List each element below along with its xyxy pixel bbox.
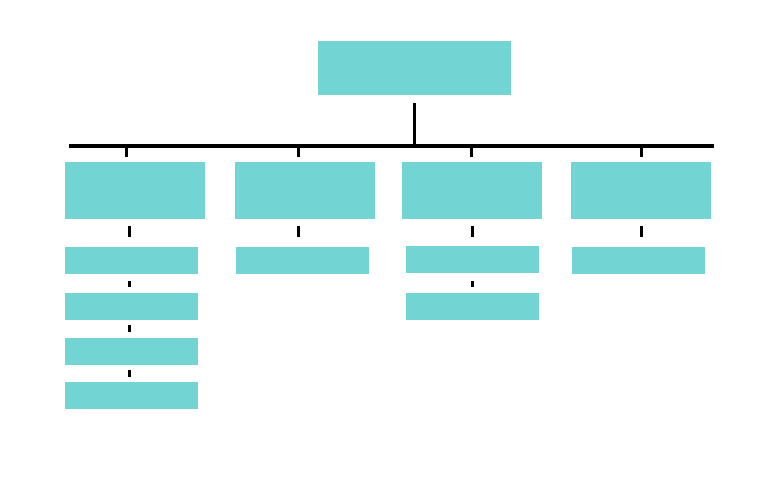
branch-connector-4: [640, 148, 643, 157]
branch-node-3: [402, 162, 542, 219]
child-node-3-2: [406, 293, 539, 320]
root-connector: [413, 103, 416, 145]
branch-node-4-label: [571, 162, 711, 219]
child-node-1-3: [65, 338, 198, 365]
child-node-1-4: [65, 382, 198, 409]
child-node-3-1: [406, 246, 539, 273]
child-node-4-1-label: [572, 247, 705, 274]
child-node-4-1: [572, 247, 705, 274]
child-connector-3-1: [471, 226, 474, 237]
child-node-1-3-label: [65, 338, 198, 365]
child-node-1-4-label: [65, 382, 198, 409]
child-connector-4-1: [640, 226, 643, 237]
branch-node-3-label: [402, 162, 542, 219]
branch-connector-2: [297, 148, 300, 157]
child-connector-2-1: [297, 226, 300, 237]
branch-node-2: [235, 162, 375, 219]
child-connector-1-1: [128, 226, 131, 237]
branch-node-4: [571, 162, 711, 219]
child-connector-1-2: [128, 281, 131, 287]
branch-connector-1: [125, 148, 128, 157]
child-node-1-1-label: [65, 247, 198, 274]
child-node-1-2-label: [65, 293, 198, 320]
child-connector-1-3: [128, 325, 131, 332]
root-node-label: [318, 41, 511, 95]
child-node-1-2: [65, 293, 198, 320]
root-node: [318, 41, 511, 95]
branch-node-1: [65, 162, 205, 219]
child-node-1-1: [65, 247, 198, 274]
child-connector-1-4: [128, 370, 131, 377]
branch-connector-3: [470, 148, 473, 157]
child-node-2-1-label: [236, 247, 369, 274]
branch-bus-line: [69, 144, 714, 148]
child-connector-3-2: [471, 281, 474, 287]
child-node-3-1-label: [406, 246, 539, 273]
branch-node-1-label: [65, 162, 205, 219]
child-node-2-1: [236, 247, 369, 274]
child-node-3-2-label: [406, 293, 539, 320]
branch-node-2-label: [235, 162, 375, 219]
